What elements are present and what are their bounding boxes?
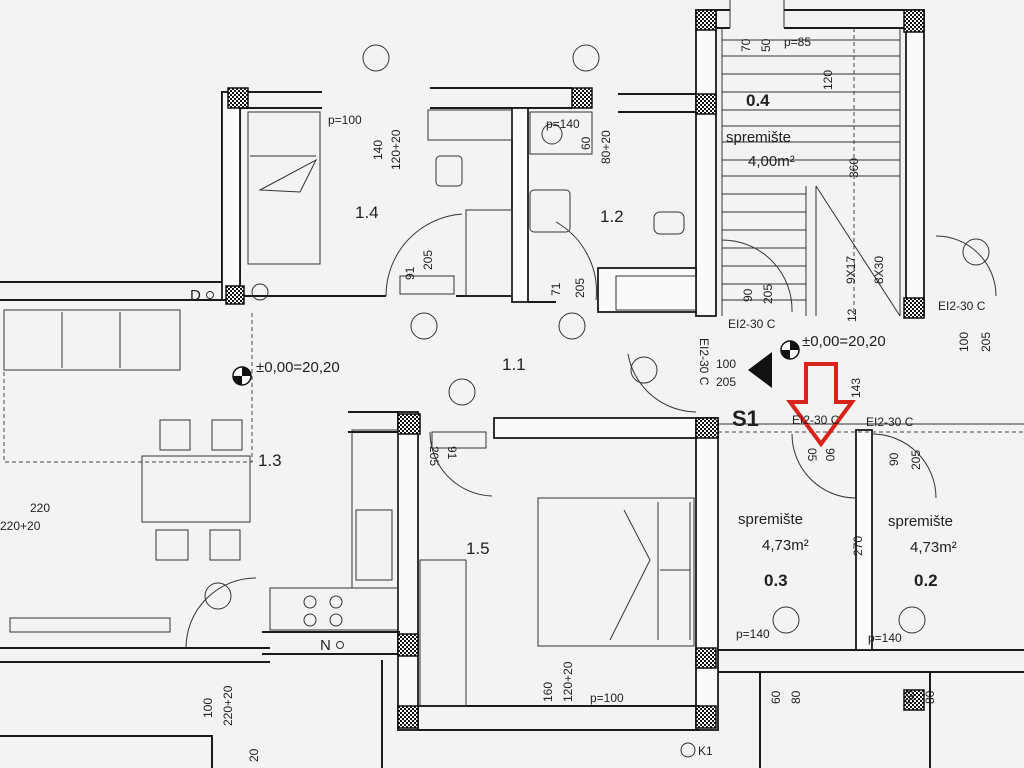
marker-k1: K1 — [698, 744, 713, 758]
fire-rating-0-3: EI2-30 C — [792, 413, 840, 427]
room-label-0-3: 0.3 — [764, 571, 788, 590]
marker-n-circle-icon — [336, 641, 344, 649]
furniture — [3, 109, 697, 707]
dim-12: 12 — [845, 308, 859, 322]
section-label: S1 — [732, 406, 759, 431]
staircase — [721, 0, 901, 317]
dim-205-stair: 205 — [761, 284, 775, 304]
columns — [225, 9, 925, 729]
fire-rating-vertical: EI2-30 C — [697, 338, 711, 386]
dim-20: 20 — [247, 748, 261, 762]
dim-205-door: 205 — [716, 375, 736, 389]
red-arrow-icon — [786, 362, 856, 448]
dim-p100-bottom: p=100 — [590, 691, 624, 705]
marker-n: N — [320, 637, 331, 654]
dim-100-left: 100 — [201, 698, 215, 718]
dim-205-b: 205 — [573, 278, 587, 298]
dim-91-mid: 91 — [445, 446, 459, 460]
dim-120: 120 — [821, 70, 835, 90]
dim-220p20: 220+20 — [0, 519, 41, 533]
dim-220: 220 — [30, 501, 50, 515]
dim-p140-b: p=140 — [868, 631, 902, 645]
dim-p140-top: p=140 — [546, 117, 580, 131]
fire-rating-stair: EI2-30 C — [728, 317, 776, 331]
storage-area-0-4: 4,00m² — [748, 153, 795, 170]
dim-160: 160 — [541, 682, 555, 702]
walls — [0, 9, 1024, 768]
dim-p85: p=85 — [784, 35, 811, 49]
level-markers — [232, 340, 800, 386]
dim-05: 05 — [805, 448, 819, 462]
dim-80-b: 80 — [923, 690, 937, 704]
marker-d-circle-icon — [206, 291, 214, 299]
dim-p140-a: p=140 — [736, 627, 770, 641]
dim-120p20-top: 120+20 — [389, 129, 403, 170]
dim-50: 50 — [759, 38, 773, 52]
dim-90-stair: 90 — [741, 288, 755, 302]
storage-area-0-3: 4,73m² — [762, 537, 809, 554]
dim-270: 270 — [851, 536, 865, 556]
dim-71: 71 — [549, 282, 563, 296]
storage-name-0-2: spremište — [888, 513, 953, 530]
dim-205-mid: 205 — [427, 446, 441, 466]
room-label-1-5: 1.5 — [466, 539, 490, 558]
room-label-1-3: 1.3 — [258, 451, 282, 470]
room-label-0-4: 0.4 — [746, 91, 770, 110]
dim-60-b: 60 — [903, 690, 917, 704]
room-label-0-2: 0.2 — [914, 571, 938, 590]
ceiling-lights — [204, 44, 990, 758]
room-label-1-4: 1.4 — [355, 203, 379, 222]
level-text-right: ±0,00=20,20 — [802, 333, 886, 350]
dim-p100-top: p=100 — [328, 113, 362, 127]
dim-220p20-b: 220+20 — [221, 685, 235, 726]
storage-name-0-3: spremište — [738, 511, 803, 528]
dim-205-c: 205 — [909, 450, 923, 470]
level-text-main: ±0,00=20,20 — [256, 359, 340, 376]
dim-80p20: 80+20 — [599, 130, 613, 164]
dim-205-top: 205 — [421, 250, 435, 270]
dim-70: 70 — [739, 38, 753, 52]
dim-60: 60 — [579, 136, 593, 150]
dim-143: 143 — [849, 378, 863, 398]
marker-d: D — [190, 287, 201, 304]
dim-91-top: 91 — [403, 266, 417, 280]
dim-205-right: 205 — [979, 332, 993, 352]
section-arrow-icon — [748, 352, 772, 388]
dim-9x17: 9X17 — [844, 256, 858, 284]
door-swings — [185, 213, 997, 649]
storage-area-0-2: 4,73m² — [910, 539, 957, 556]
dim-100-door: 100 — [716, 357, 736, 371]
storage-name-0-4: spremište — [726, 129, 791, 146]
dim-360: 360 — [847, 158, 861, 178]
dim-120p20-b: 120+20 — [561, 661, 575, 702]
fire-rating-0-2: EI2-30 C — [866, 415, 914, 429]
dim-90-a: 90 — [823, 448, 837, 462]
dim-8x30: 8X30 — [872, 256, 886, 284]
vertical-dimensions: 70 50 120 360 140 120+20 60 80+20 91 205… — [201, 38, 993, 762]
dim-80-a: 80 — [789, 690, 803, 704]
fire-rating-right: EI2-30 C — [938, 299, 986, 313]
dim-140: 140 — [371, 140, 385, 160]
dim-90-b: 90 — [887, 452, 901, 466]
dim-100-right: 100 — [957, 332, 971, 352]
room-label-1-1: 1.1 — [502, 355, 526, 374]
dim-60-a: 60 — [769, 690, 783, 704]
room-label-1-2: 1.2 — [600, 207, 624, 226]
